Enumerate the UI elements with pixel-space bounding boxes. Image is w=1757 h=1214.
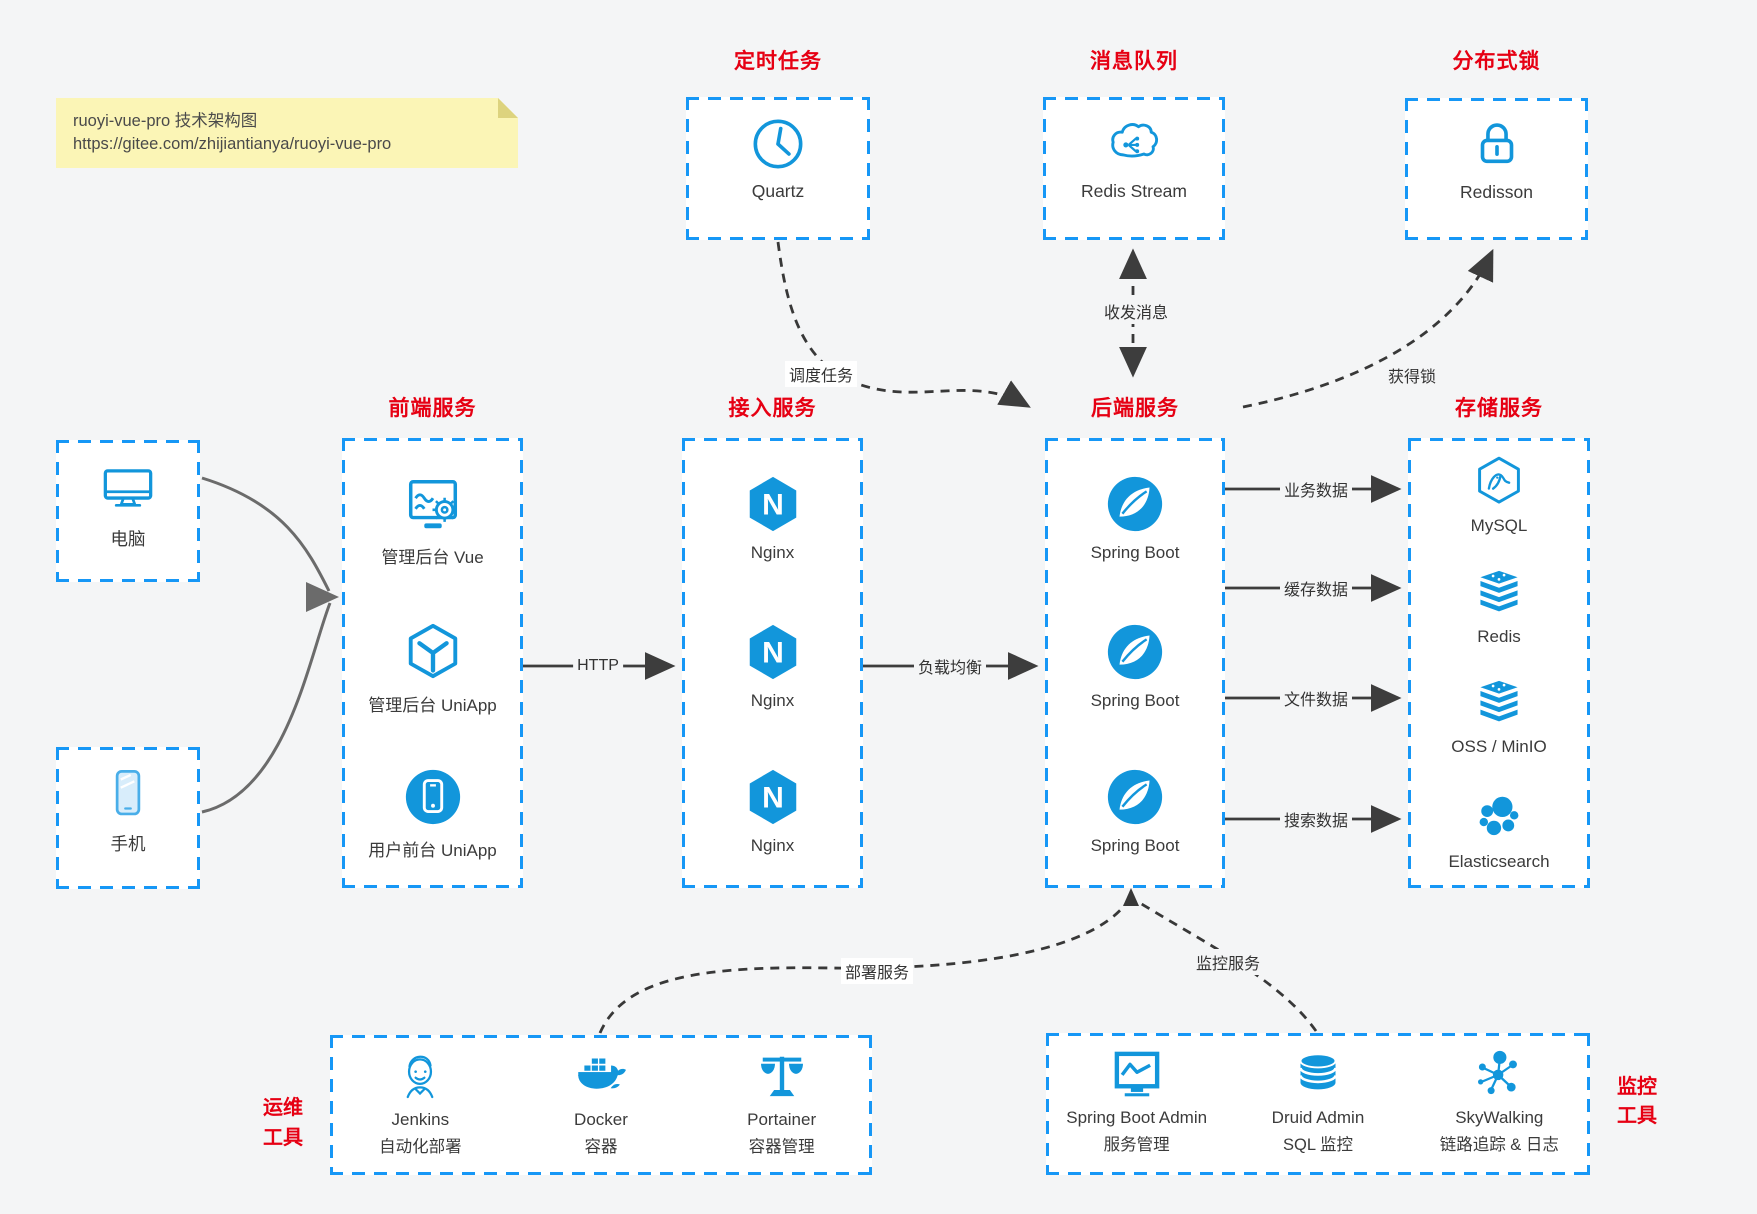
edge-label-acquire-lock: 获得锁	[1383, 362, 1441, 388]
box-quartz: Quartz	[686, 97, 870, 240]
oss-minio-label: OSS / MinIO	[1451, 737, 1547, 756]
column-title-storage: 存储服务	[1455, 397, 1543, 420]
column-title-frontend: 前端服务	[388, 397, 477, 420]
edge-schedule-tasks	[776, 241, 1031, 408]
gateway-item-nginx-2: Nginx	[682, 621, 863, 711]
edge-label-http: HTTP	[573, 656, 623, 676]
edge-label-search-data: 搜索数据	[1279, 806, 1353, 832]
column-title-gateway: 接入服务	[728, 397, 817, 420]
backend-item-spring-2: Spring Boot	[1045, 621, 1225, 711]
admin-vue-label: 管理后台 Vue	[381, 548, 484, 567]
box-ops-tools: Jenkins 自动化部署 Docker 容器 Portainer 容器管理	[330, 1035, 872, 1175]
edge-label-business-data: 业务数据	[1279, 476, 1353, 502]
note-title: ruoyi-vue-pro 技术架构图	[73, 112, 258, 130]
redisson-label: Redisson	[1460, 182, 1533, 202]
group-title-scheduled-tasks: 定时任务	[734, 50, 822, 73]
redis-label: Redis	[1477, 627, 1521, 646]
box-phone: 手机	[56, 747, 200, 889]
box-backend: Spring Boot Spring Boot Spring Boot	[1045, 438, 1225, 888]
edge-label-cache-data: 缓存数据	[1279, 575, 1353, 601]
elasticsearch-label: Elasticsearch	[1448, 852, 1550, 871]
storage-item-elasticsearch: Elasticsearch	[1408, 790, 1590, 872]
computer-label: 电脑	[110, 529, 146, 549]
ops-item-jenkins: Jenkins 自动化部署	[345, 1048, 495, 1157]
monitor-item-druid: Druid Admin SQL 监控	[1243, 1046, 1393, 1155]
box-frontend: 管理后台 Vue 管理后台 UniApp 用户前台 UniApp	[342, 438, 523, 888]
column-title-backend: 后端服务	[1091, 397, 1179, 420]
frontend-item-admin-vue: 管理后台 Vue	[342, 473, 523, 568]
ops-item-docker: Docker 容器	[526, 1048, 676, 1157]
box-storage: MySQL Redis OSS / MinIO Elasticsearch	[1408, 438, 1590, 888]
edge-computer-frontend	[201, 476, 331, 592]
ops-tools-title: 运维 工具	[263, 1097, 303, 1149]
monitor-item-sba: Spring Boot Admin 服务管理	[1062, 1046, 1212, 1155]
sba-desc: 服务管理	[1103, 1136, 1170, 1154]
storage-item-oss: OSS / MinIO	[1408, 675, 1590, 757]
edge-bottom-arrowhead	[1123, 888, 1139, 906]
box-gateway: Nginx Nginx Nginx	[682, 438, 863, 888]
note-url: https://gitee.com/zhijiantianya/ruoyi-vu…	[73, 135, 392, 153]
box-redisson: Redisson	[1405, 98, 1588, 240]
storage-item-redis: Redis	[1408, 565, 1590, 647]
frontend-item-user-uniapp: 用户前台 UniApp	[342, 766, 523, 861]
spring-boot-label: Spring Boot	[1090, 691, 1180, 710]
redis-stream-label: Redis Stream	[1080, 181, 1187, 201]
spring-boot-label: Spring Boot	[1090, 836, 1180, 855]
gateway-item-nginx-3: Nginx	[682, 766, 863, 856]
box-computer: 电脑	[56, 440, 200, 582]
monitor-item-skywalking: SkyWalking 链路追踪 & 日志	[1424, 1046, 1574, 1155]
gateway-item-nginx-1: Nginx	[682, 473, 863, 563]
edge-label-monitor: 监控服务	[1191, 949, 1265, 975]
frontend-item-admin-uniapp: 管理后台 UniApp	[342, 621, 523, 716]
jenkins-label: Jenkins	[391, 1110, 450, 1129]
backend-item-spring-1: Spring Boot	[1045, 473, 1225, 563]
druid-label: Druid Admin	[1271, 1108, 1365, 1127]
edge-label-file-data: 文件数据	[1279, 685, 1353, 711]
mysql-label: MySQL	[1470, 516, 1528, 535]
nginx-label: Nginx	[750, 543, 795, 562]
edge-acquire-lock	[1242, 248, 1494, 409]
edge-label-schedule: 调度任务	[784, 361, 858, 387]
box-monitoring-tools: Spring Boot Admin 服务管理 Druid Admin SQL 监…	[1046, 1033, 1590, 1175]
edge-label-load-balance: 负载均衡	[913, 653, 987, 679]
druid-desc: SQL 监控	[1282, 1136, 1353, 1154]
skywalking-label: SkyWalking	[1455, 1108, 1544, 1127]
edge-phone-frontend	[201, 602, 332, 814]
nginx-label: Nginx	[750, 691, 795, 710]
skywalking-desc: 链路追踪 & 日志	[1439, 1136, 1559, 1154]
monitoring-tools-title: 监控 工具	[1617, 1076, 1657, 1127]
sba-label: Spring Boot Admin	[1066, 1108, 1208, 1127]
nginx-label: Nginx	[750, 836, 795, 855]
spring-boot-label: Spring Boot	[1090, 543, 1180, 562]
group-title-message-queue: 消息队列	[1090, 50, 1178, 73]
admin-uniapp-label: 管理后台 UniApp	[368, 696, 497, 715]
ops-item-portainer: Portainer 容器管理	[707, 1048, 857, 1157]
backend-item-spring-3: Spring Boot	[1045, 766, 1225, 856]
group-title-distributed-lock: 分布式锁	[1452, 50, 1541, 73]
edge-deploy-service	[598, 900, 1130, 1034]
docker-label: Docker	[574, 1110, 628, 1129]
storage-item-mysql: MySQL	[1408, 454, 1590, 536]
user-uniapp-label: 用户前台 UniApp	[368, 841, 497, 860]
box-redis-stream: Redis Stream	[1043, 97, 1225, 240]
sticky-note: ruoyi-vue-pro 技术架构图 https://gitee.com/zh…	[56, 98, 518, 168]
edge-label-messages: 收发消息	[1099, 298, 1173, 324]
quartz-label: Quartz	[751, 181, 805, 201]
jenkins-desc: 自动化部署	[379, 1138, 462, 1156]
phone-label: 手机	[110, 834, 146, 854]
edge-label-deploy: 部署服务	[840, 958, 914, 984]
portainer-desc: 容器管理	[748, 1138, 815, 1156]
docker-desc: 容器	[584, 1138, 618, 1156]
portainer-label: Portainer	[747, 1110, 817, 1129]
